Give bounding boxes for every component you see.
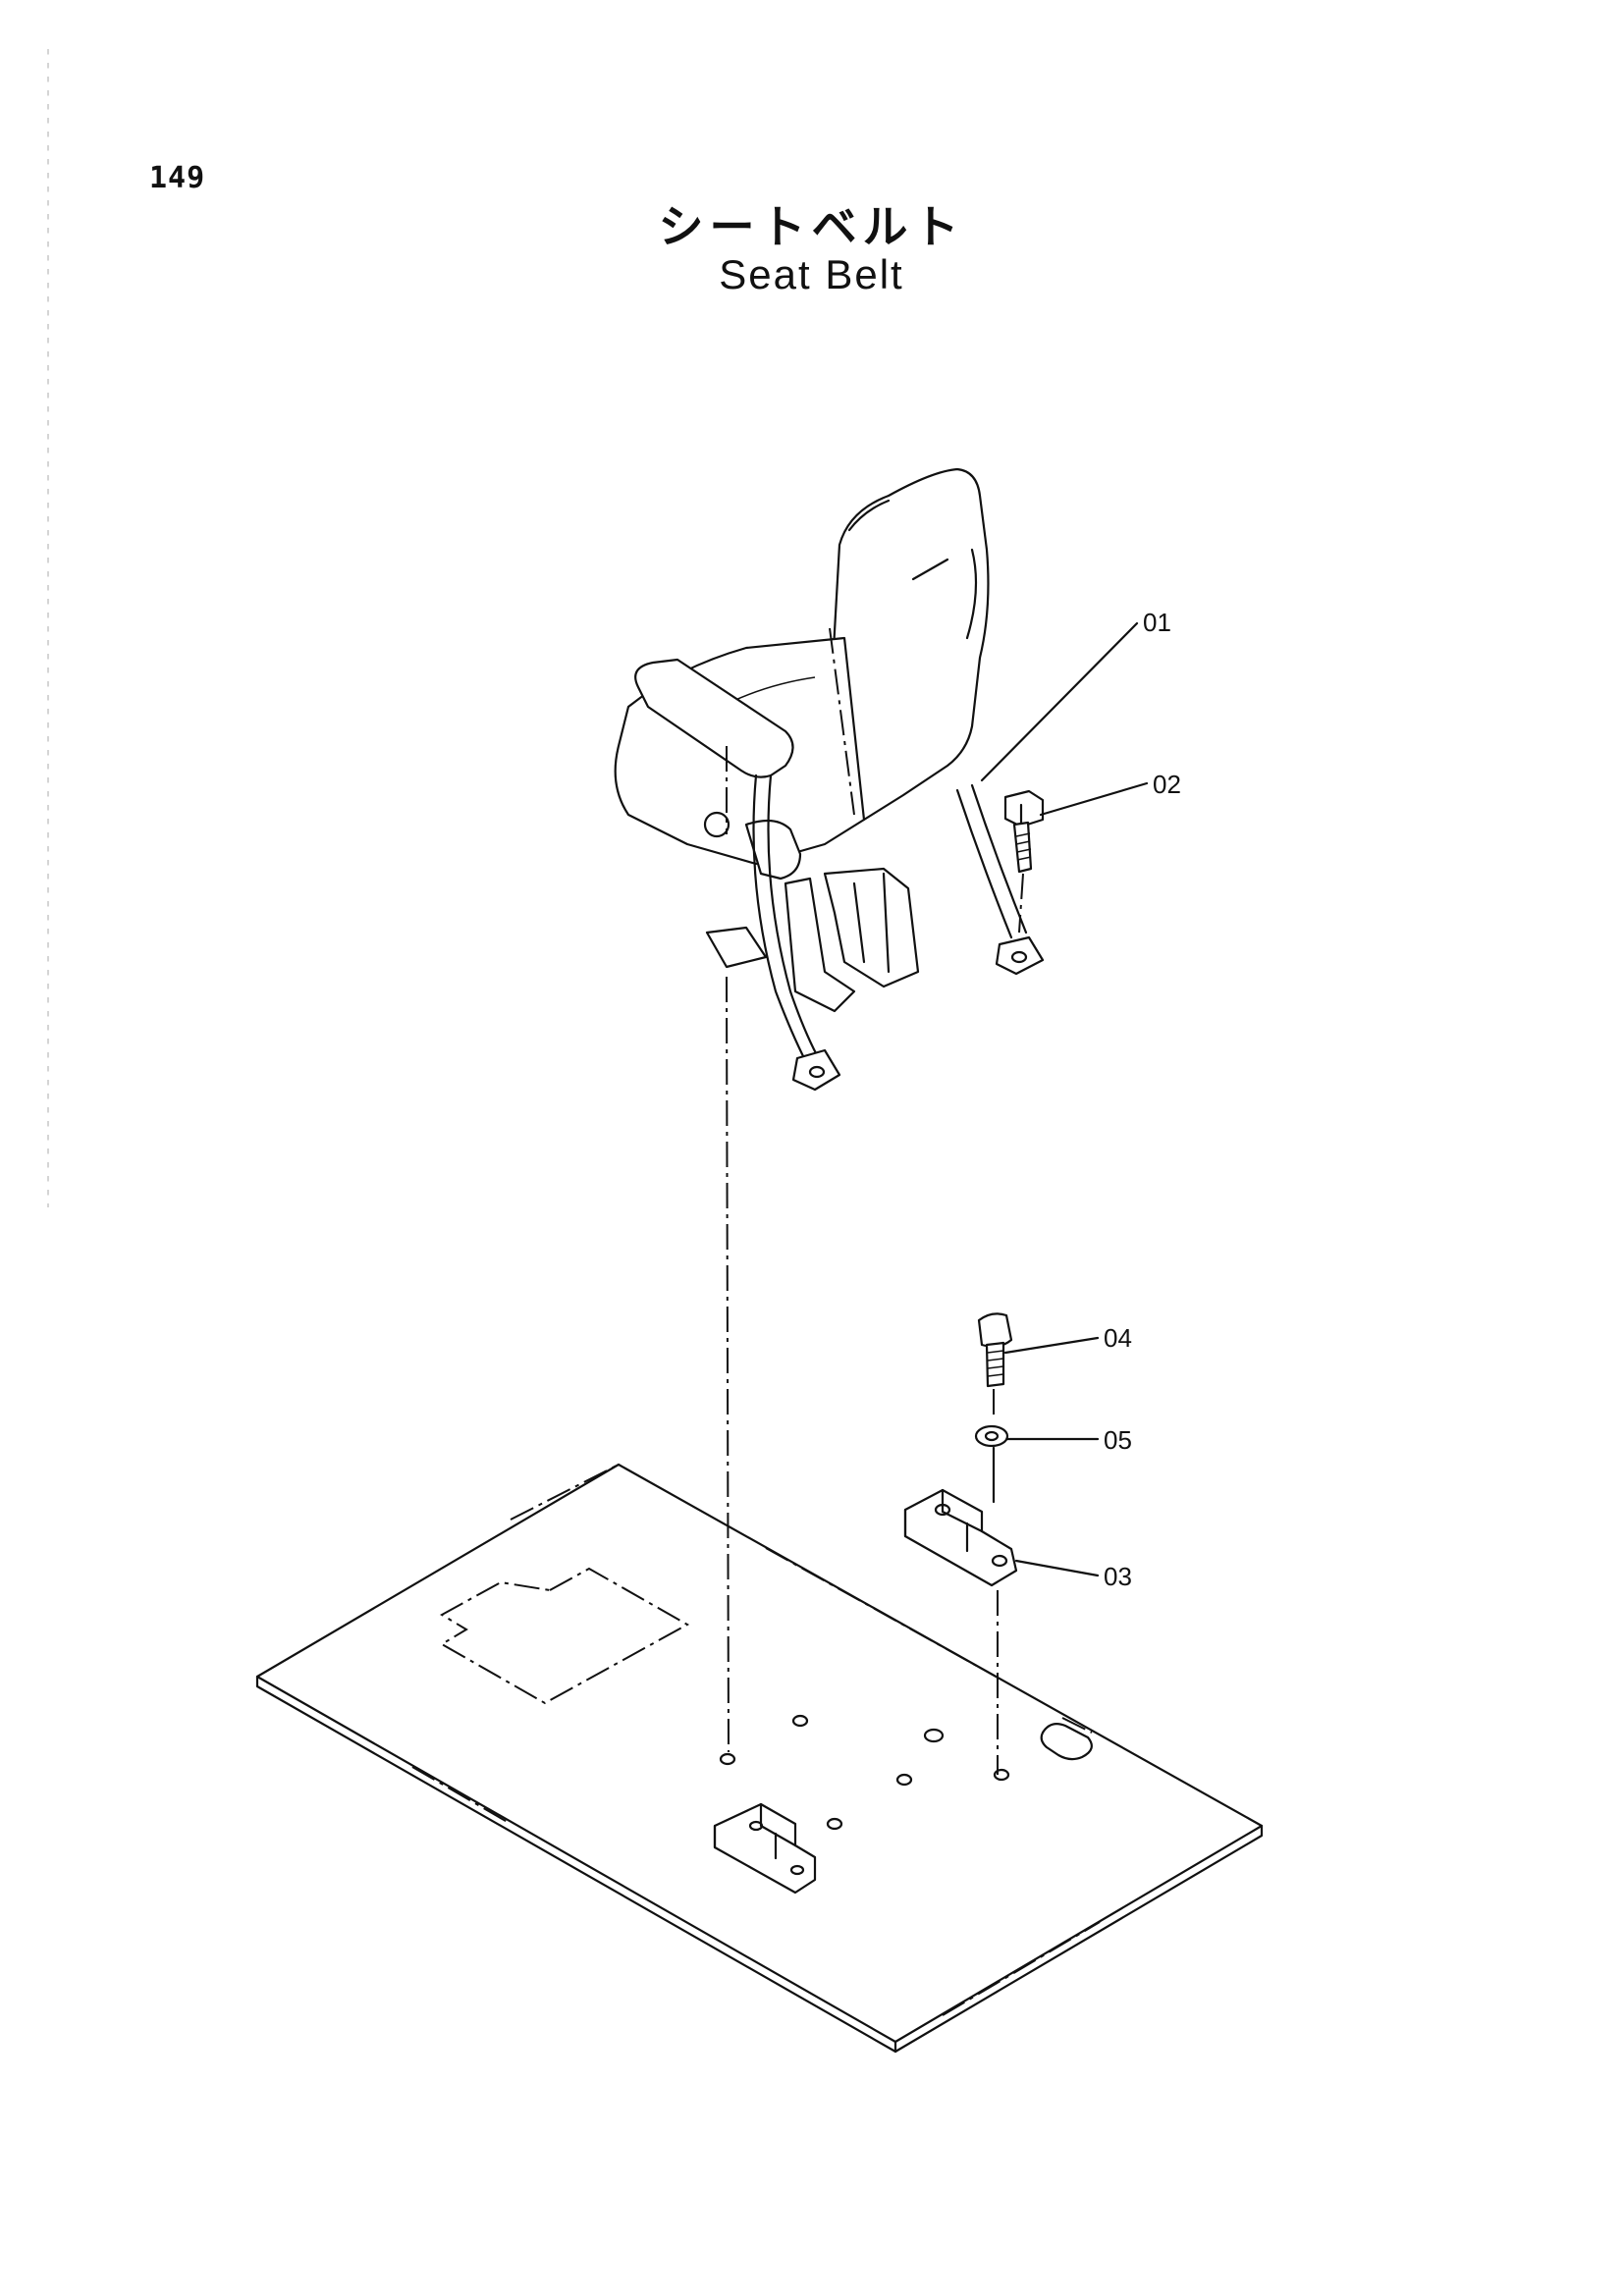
callout-01: 01 — [1143, 608, 1171, 637]
bolt-part-02 — [1003, 789, 1045, 934]
floor-plate — [255, 1463, 1264, 2054]
page-number: 149 — [149, 161, 206, 195]
seat-belt-part-01 — [752, 774, 1045, 1092]
bracket-part-03 — [903, 1488, 1018, 1775]
bolt-part-04 — [977, 1312, 1013, 1418]
operator-seat — [614, 467, 990, 1013]
callout-03: 03 — [1104, 1562, 1132, 1591]
callout-04: 04 — [1104, 1323, 1132, 1353]
scan-margin-dots — [47, 49, 49, 1207]
callout-05: 05 — [1104, 1425, 1132, 1455]
callout-02: 02 — [1153, 770, 1181, 799]
title-english: Seat Belt — [719, 251, 904, 297]
washer-part-05 — [974, 1424, 1009, 1504]
title-japanese: シートベルト — [658, 200, 965, 253]
